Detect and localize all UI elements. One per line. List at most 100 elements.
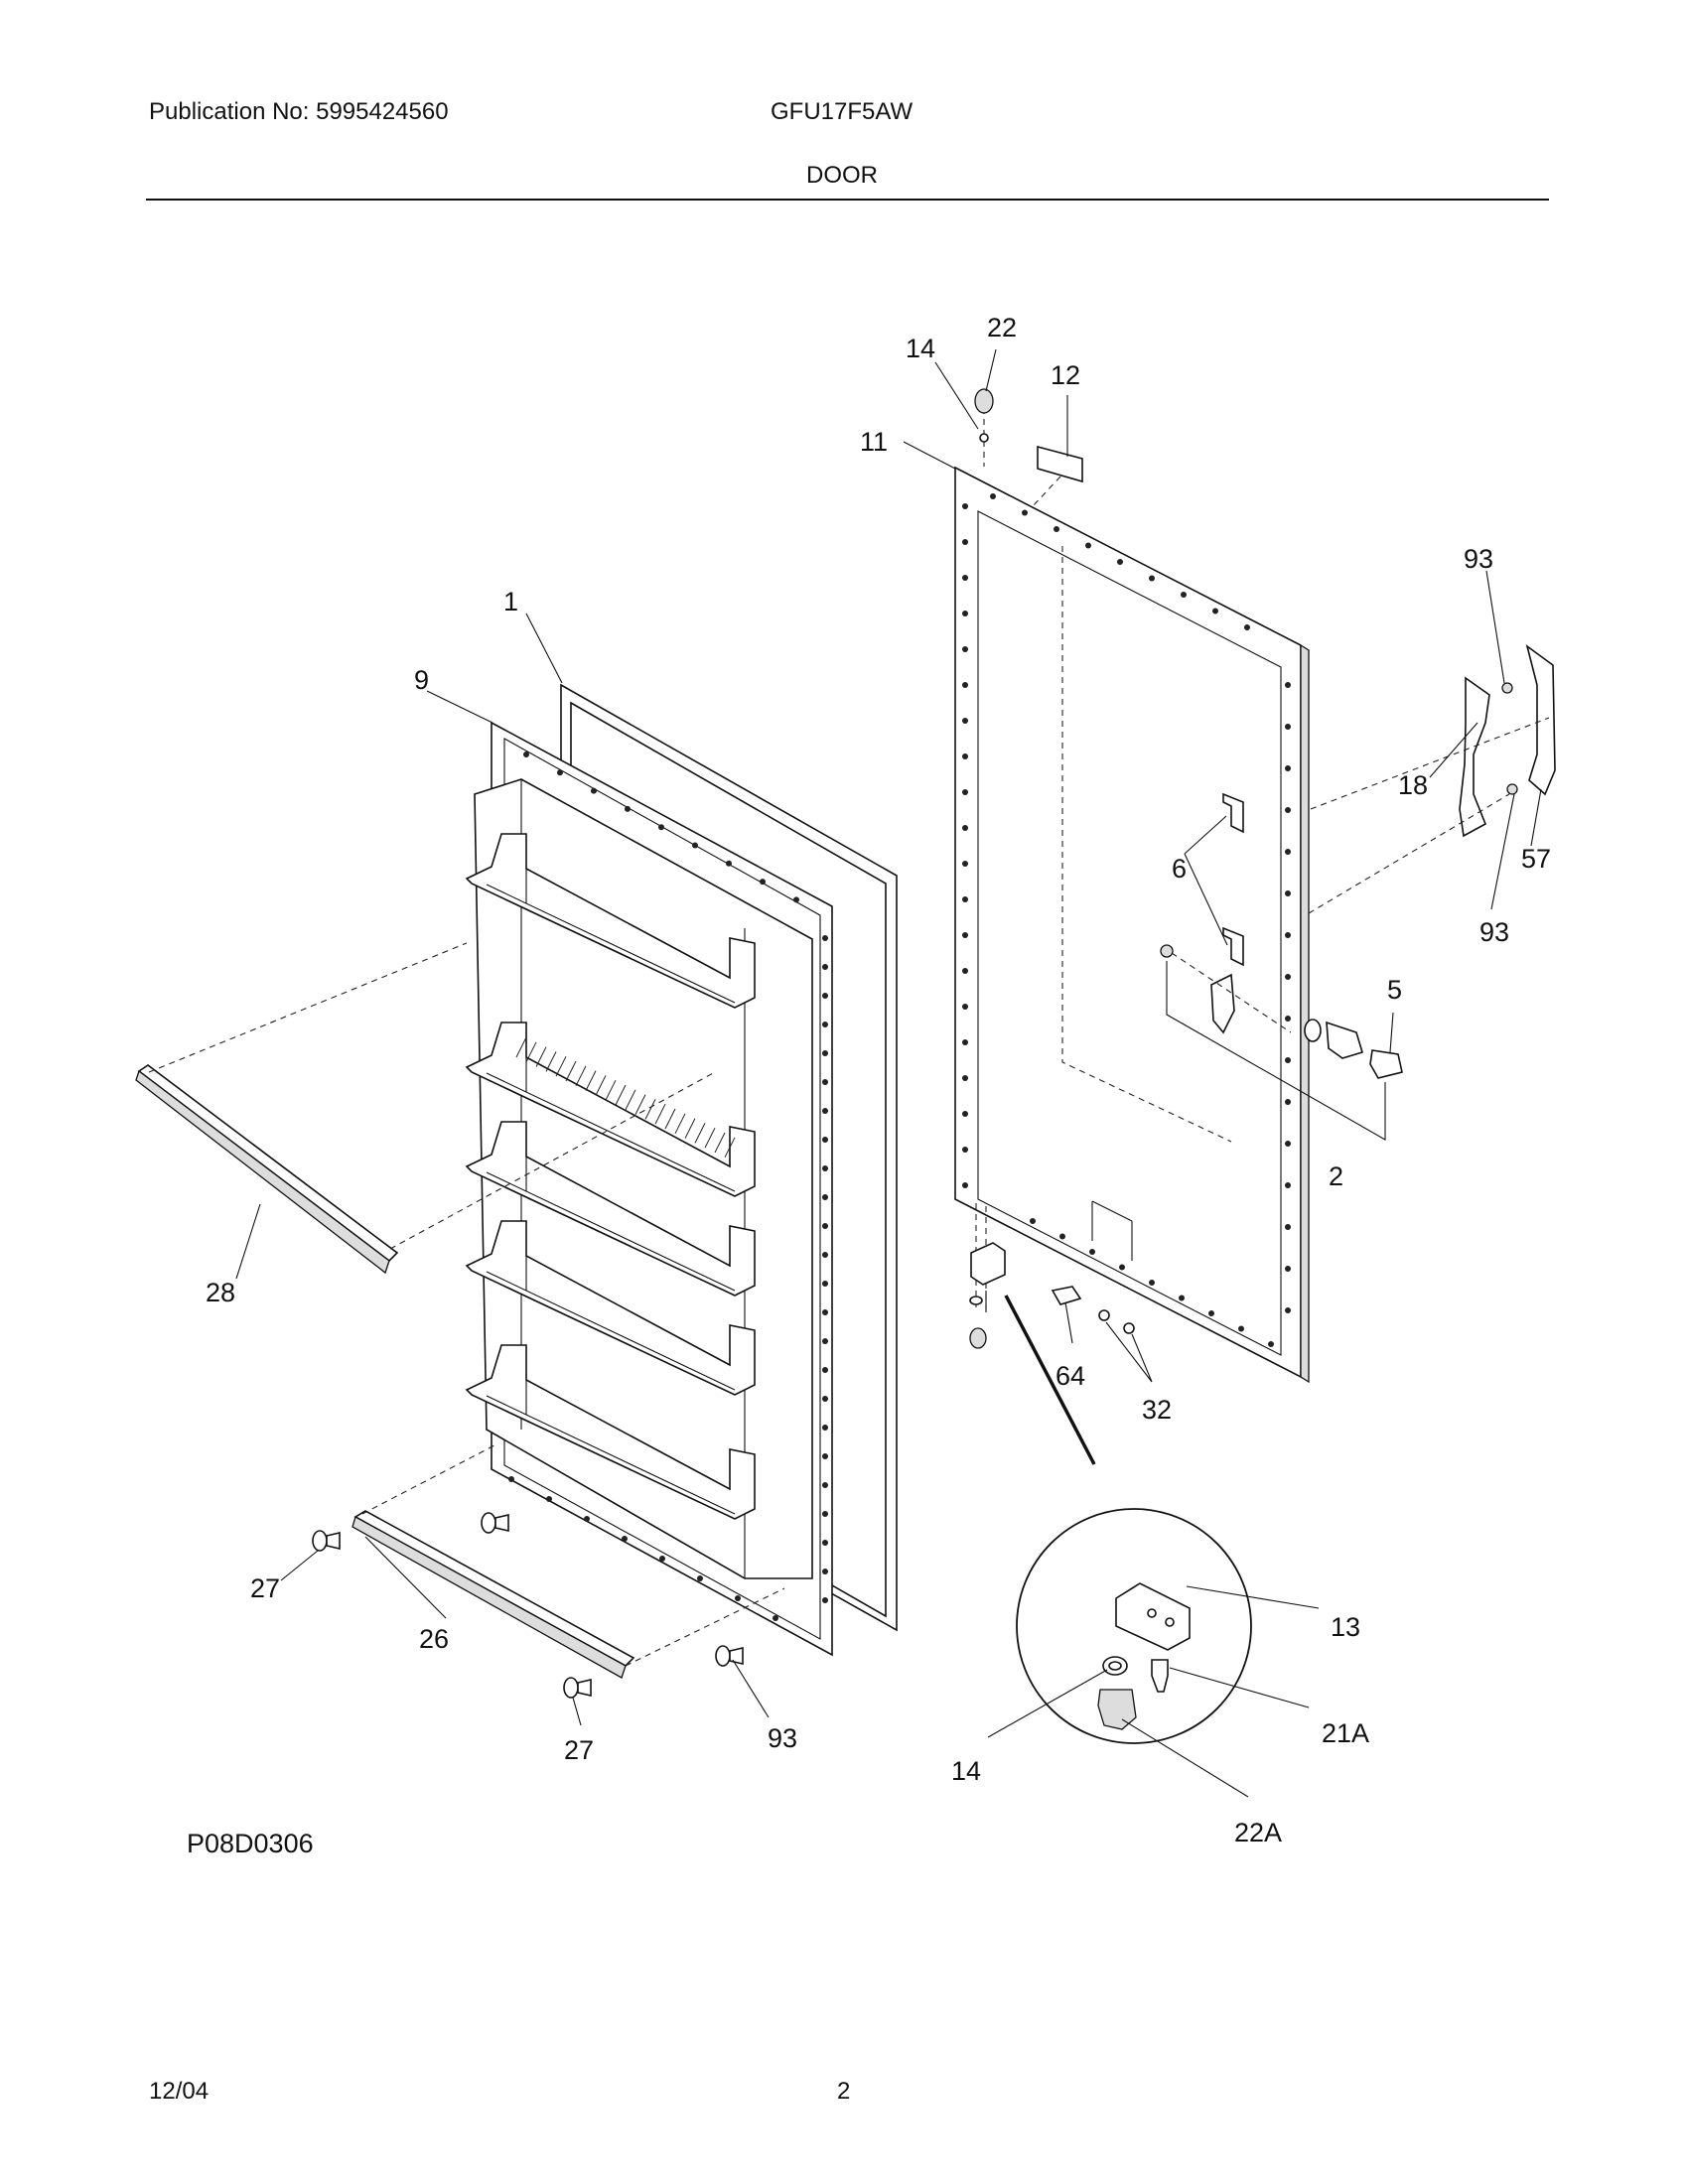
screw-hole <box>1285 890 1291 896</box>
screw-hole <box>962 503 968 509</box>
screw-hole <box>1285 849 1291 855</box>
header-rule <box>146 199 1549 201</box>
screw-hole <box>1285 1057 1291 1063</box>
screw-hole <box>1238 1325 1244 1332</box>
screw-hole <box>1285 1224 1291 1230</box>
screw-hole <box>990 493 996 499</box>
screw-hole <box>822 1597 828 1603</box>
page-number: 2 <box>837 2078 851 2105</box>
screw-hole <box>962 1111 968 1117</box>
screw-hole <box>962 1147 968 1153</box>
screw-hole <box>1030 1218 1036 1224</box>
screw-hole <box>1054 526 1059 532</box>
callout-labels: 1 9 28 27 26 27 93 14 22 12 11 93 18 57 … <box>187 313 1551 1858</box>
callout-22: 22 <box>987 313 1017 342</box>
shelf-edge <box>486 1380 736 1515</box>
screw-hole <box>659 1556 665 1562</box>
screw-hole <box>962 861 968 867</box>
door-shelf <box>465 833 756 1009</box>
screw-hole <box>546 1496 552 1502</box>
screw-hole <box>822 1367 828 1373</box>
shelf-grate-rib <box>515 1036 527 1058</box>
screw-hole <box>1285 1141 1291 1147</box>
screw-hole <box>1285 1307 1291 1313</box>
screw-hole <box>962 718 968 724</box>
screw-hole <box>822 1338 828 1344</box>
callout-93: 93 <box>1464 544 1493 574</box>
callout-26: 26 <box>419 1624 449 1654</box>
outer-door-panel <box>954 466 1310 1384</box>
shelf-grate-rib <box>585 1070 597 1091</box>
callout-2: 2 <box>1329 1161 1343 1191</box>
screw-hole <box>1285 807 1291 813</box>
screw-hole <box>1285 1016 1291 1022</box>
door-shelf <box>465 1121 756 1297</box>
screw-hole <box>1285 1182 1291 1188</box>
shelf-grate-rib <box>684 1118 696 1139</box>
shelf-grate-rib <box>634 1094 646 1115</box>
screw-hole <box>658 824 664 831</box>
screw-hole <box>822 935 828 941</box>
screw-hole <box>1179 1295 1185 1301</box>
shelf-grate-rib <box>714 1132 726 1154</box>
screw-hole <box>773 1615 778 1621</box>
callout-64: 64 <box>1055 1361 1085 1391</box>
screw-hole <box>508 1476 514 1482</box>
shelf-rail <box>135 942 716 1275</box>
screw-hole <box>793 896 799 903</box>
screw-hole <box>822 1453 828 1459</box>
screw-hole <box>1285 724 1291 730</box>
screw-hole <box>735 1595 741 1601</box>
shelf-edge <box>486 1256 736 1391</box>
shelf-grate-rib <box>555 1055 567 1077</box>
screw-hole <box>822 1194 828 1200</box>
screw-hole <box>1212 608 1218 614</box>
shelf-grate-rib <box>535 1046 547 1067</box>
screw-hole <box>962 1039 968 1045</box>
shelf-grate-rib <box>595 1075 607 1096</box>
screw-hole <box>622 1536 628 1542</box>
footer-date: 12/04 <box>149 2078 210 2105</box>
screw-hole <box>822 964 828 970</box>
screw-hole <box>962 789 968 795</box>
screw-hole <box>625 805 631 812</box>
callout-9: 9 <box>414 665 429 695</box>
shelf-edge <box>486 1057 736 1192</box>
section-title: DOOR <box>806 162 878 189</box>
screw-hole <box>557 769 563 776</box>
screw-hole <box>1285 1266 1291 1272</box>
screw-hole <box>822 1252 828 1258</box>
screw-hole <box>822 1165 828 1171</box>
callout-27: 27 <box>250 1573 280 1603</box>
screw-hole <box>1119 1264 1125 1271</box>
callout-1: 1 <box>503 587 518 616</box>
callout-5: 5 <box>1387 975 1402 1005</box>
screw-hole <box>1244 624 1250 630</box>
screw-hole <box>1285 1099 1291 1105</box>
shelf-grate-rib <box>664 1108 676 1130</box>
door-shelf <box>465 1220 756 1396</box>
screw-hole <box>962 575 968 581</box>
shelf-grate-rib <box>605 1079 617 1101</box>
screw-hole <box>822 1482 828 1488</box>
door-shelf <box>465 1344 756 1520</box>
callout-18: 18 <box>1398 770 1428 800</box>
screw-hole <box>822 1050 828 1056</box>
shelf-grate-rib <box>615 1084 627 1106</box>
shelf-grate-rib <box>565 1060 577 1082</box>
hinge-detail-circle <box>1016 1508 1252 1744</box>
screw-hole <box>822 1223 828 1229</box>
lock-and-brackets <box>1160 792 1403 1141</box>
callout-22A: 22A <box>1234 1818 1282 1847</box>
hinge-top-parts <box>974 388 1083 507</box>
screw-hole <box>1208 1310 1214 1316</box>
screw-hole <box>1149 1280 1155 1286</box>
screw-hole <box>822 1079 828 1085</box>
screw-hole <box>692 842 698 849</box>
shelf-grate-rib <box>674 1113 686 1135</box>
screw-hole <box>962 968 968 974</box>
shelf-edge <box>486 869 736 1004</box>
screw-hole <box>822 1022 828 1027</box>
callout-14: 14 <box>906 334 935 363</box>
screw-hole <box>822 1569 828 1574</box>
